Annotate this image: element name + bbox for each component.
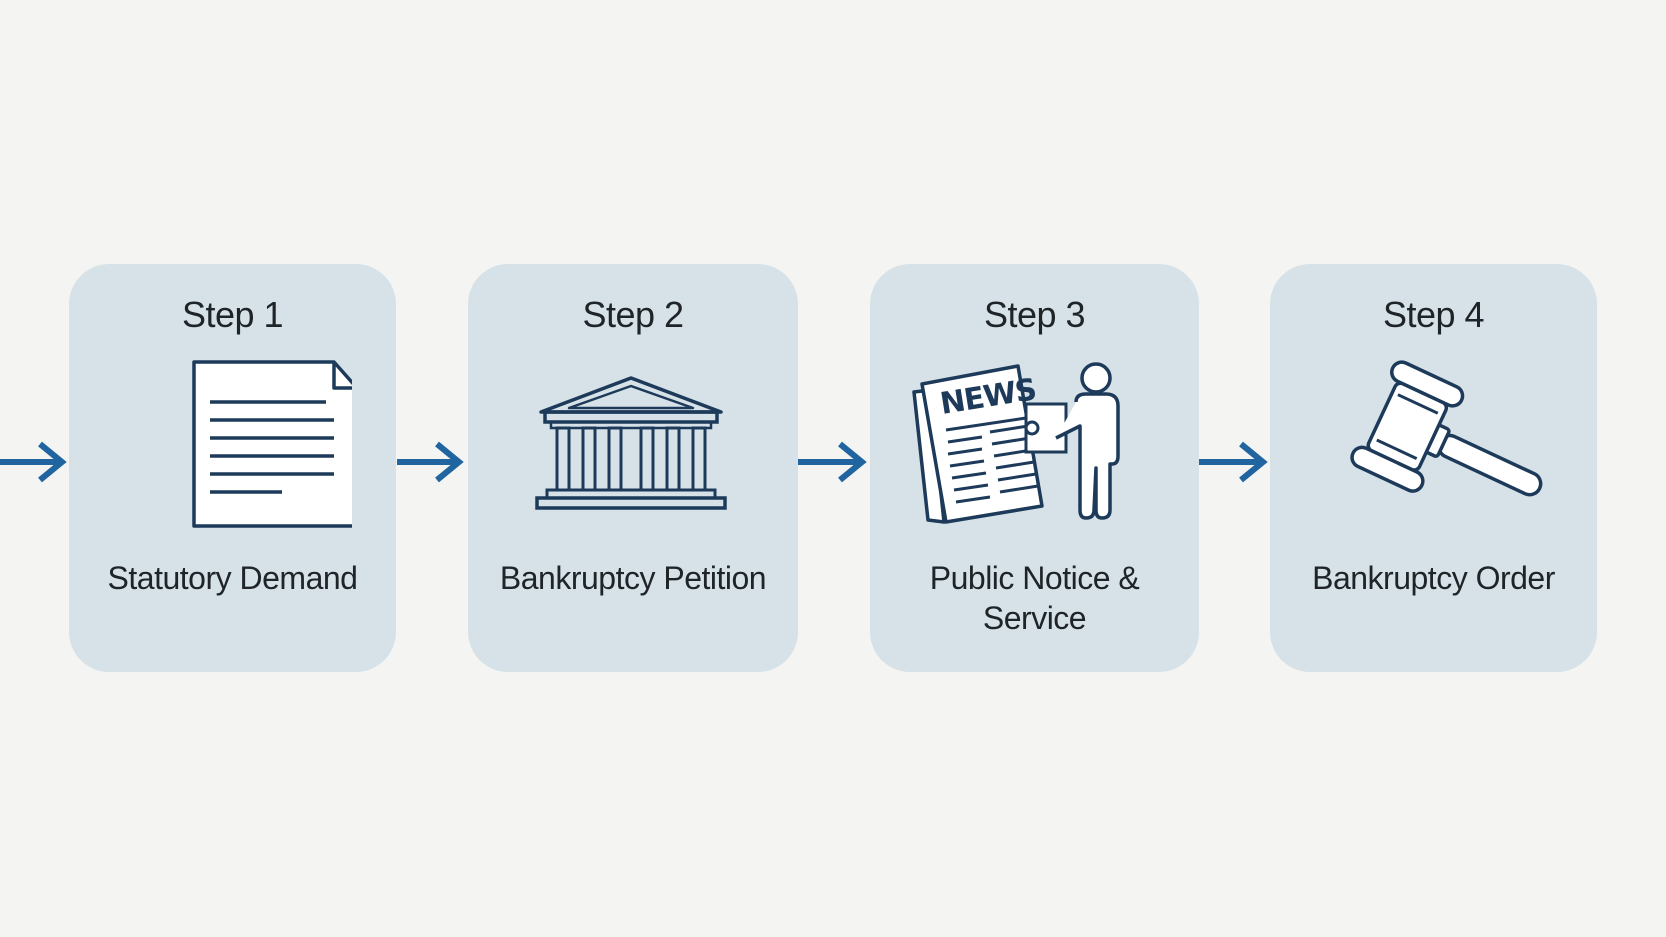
- flow-arrow-3-4: [1199, 438, 1269, 486]
- step-label: Statutory Demand: [107, 560, 358, 596]
- step-title: Step 1: [181, 294, 284, 335]
- step-label: Public Notice & Service: [929, 560, 1140, 636]
- step-title: Step 3: [983, 294, 1086, 335]
- step-title: Step 4: [1382, 294, 1485, 335]
- gavel-icon: [1325, 356, 1555, 536]
- flow-arrow-in: [0, 438, 68, 486]
- step-card-4: Step 4 Bankruptcy Order: [1270, 264, 1597, 672]
- step-label: Bankruptcy Order: [1312, 560, 1555, 596]
- flow-arrow-1-2: [397, 438, 465, 486]
- flow-arrow-2-3: [798, 438, 868, 486]
- step-card-2: Step 2 Bankruptcy Petition: [468, 264, 798, 672]
- step-label: Bankruptcy Petition: [499, 560, 767, 596]
- step-card-3: Step 3 NEWS: [870, 264, 1199, 672]
- newspaper-person-icon: NEWS: [908, 356, 1158, 536]
- step-card-1: Step 1 Statutory Demand: [69, 264, 396, 672]
- document-icon: [112, 356, 352, 536]
- step-title: Step 2: [582, 294, 684, 335]
- courthouse-icon: [511, 356, 751, 536]
